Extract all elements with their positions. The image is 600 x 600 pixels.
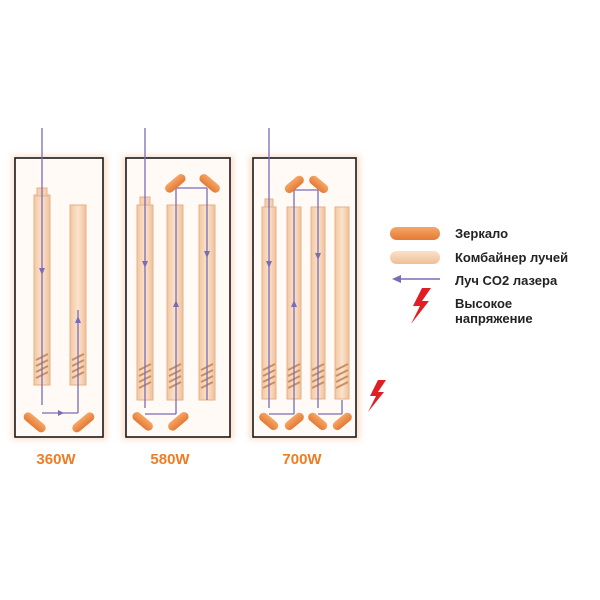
legend-label-combiner: Комбайнер лучей (455, 250, 569, 265)
electrode-coil (335, 363, 349, 389)
electrode-coil (168, 363, 182, 389)
power-label-360w: 360W (36, 451, 76, 468)
beam-arrow (142, 261, 148, 268)
mirror (284, 175, 304, 194)
legend-mirror-swatch-icon (390, 227, 440, 240)
beam-arrow (204, 251, 210, 258)
panel-frame (14, 157, 104, 438)
mirror (259, 412, 279, 431)
high-voltage-bolt-icon (368, 380, 386, 412)
power-label-580w: 580W (150, 451, 190, 468)
mirror (165, 174, 186, 193)
mirror (23, 412, 46, 433)
legend-label-beam: Луч CO2 лазера (455, 273, 558, 288)
legend-label-mirror: Зеркало (455, 226, 509, 241)
beam-arrow (58, 410, 64, 416)
beam-combiner (332, 412, 352, 431)
beam-combiner (168, 412, 189, 431)
beam-arrow (291, 300, 297, 307)
mirror (309, 175, 329, 194)
beam-arrow (266, 261, 272, 268)
beam-arrow (315, 253, 321, 260)
panel-360w (12, 128, 107, 440)
legend (390, 227, 440, 324)
beam-arrow (39, 268, 45, 275)
legend-label-high-voltage-line1: Высокое (455, 296, 513, 311)
legend-combiner-swatch-icon (390, 251, 440, 264)
mirror (308, 412, 328, 431)
beam-combiner (72, 412, 95, 433)
mirror (284, 412, 304, 431)
legend-label-high-voltage-line2: напряжение (455, 311, 533, 326)
laser-tube (334, 206, 350, 400)
mirror (132, 412, 153, 431)
power-label-700w: 700W (282, 451, 322, 468)
mirror (199, 174, 220, 193)
panel-700w (249, 128, 360, 440)
panel-580w (122, 128, 234, 440)
legend-beam-arrowhead (392, 275, 401, 283)
beam-arrow (75, 316, 81, 323)
beam-arrow (173, 300, 179, 307)
legend-high-voltage-bolt-icon (411, 288, 431, 324)
